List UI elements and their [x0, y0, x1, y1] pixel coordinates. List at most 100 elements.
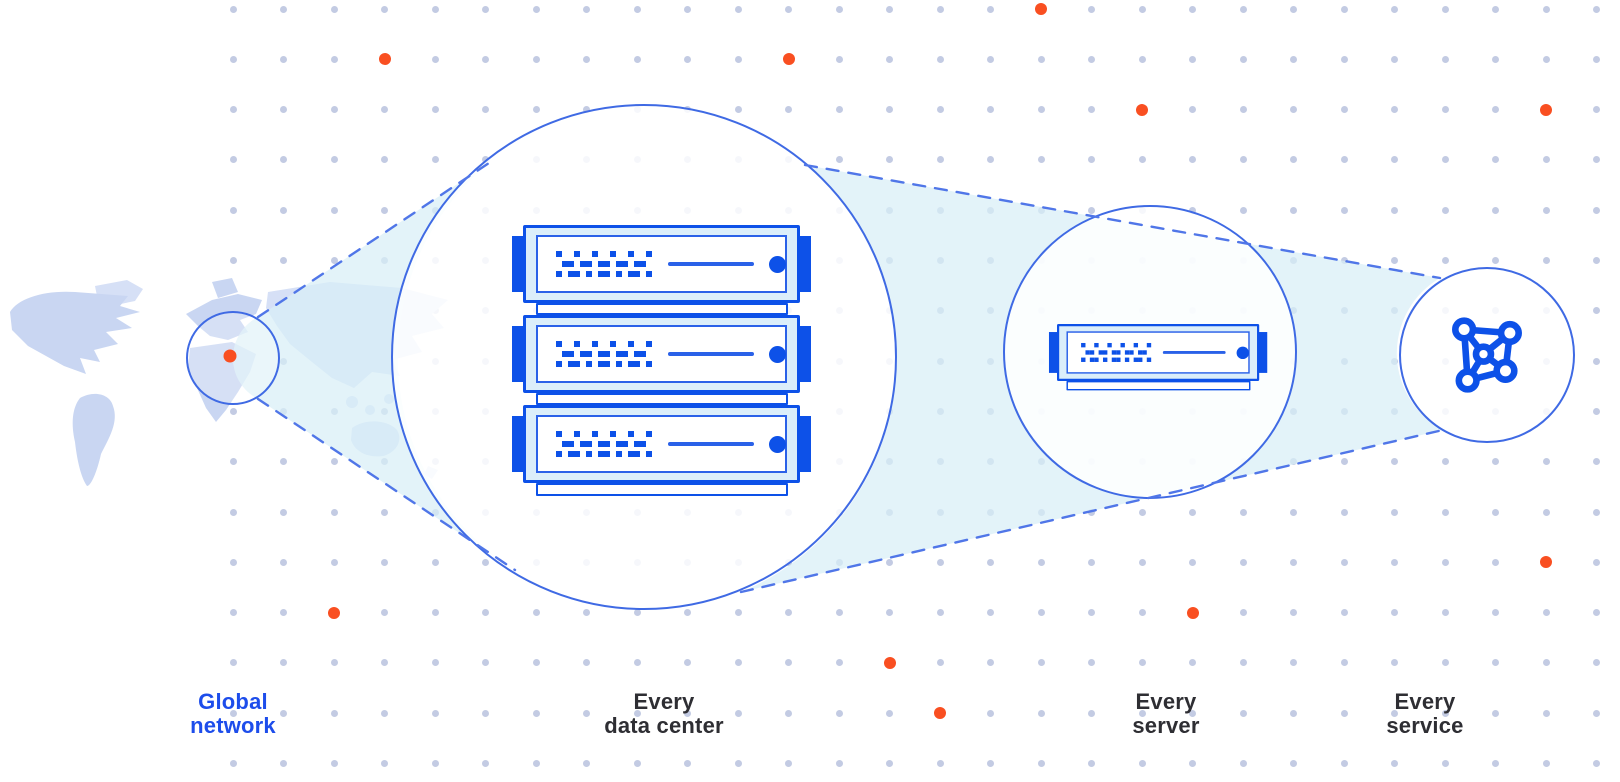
grid-dot [1088, 659, 1095, 667]
rack-stand [535, 483, 788, 496]
grid-dot [532, 5, 540, 13]
grid-dot [1391, 106, 1398, 114]
grid-dot [1088, 609, 1095, 617]
grid-dot [1593, 659, 1600, 667]
grid-dot [886, 5, 893, 13]
label-line: Every [633, 689, 695, 714]
grid-dot [1441, 659, 1449, 667]
server-icon [1048, 324, 1268, 381]
grid-dot [280, 55, 287, 63]
grid-dot [1593, 760, 1600, 767]
grid-dot [482, 106, 489, 114]
grid-dot [1593, 206, 1600, 214]
grid-dot [280, 458, 287, 466]
grid-dot [1441, 458, 1449, 466]
grid-dot [229, 257, 237, 264]
grid-dot [987, 558, 994, 566]
grid-dot [381, 558, 388, 566]
server-front-panel [536, 325, 787, 383]
grid-dot [583, 106, 590, 114]
server-front-panel [536, 235, 787, 293]
server-icon [512, 405, 811, 483]
grid-dot [835, 709, 843, 717]
grid-dot [835, 760, 843, 767]
grid-dot [1138, 709, 1146, 717]
grid-dot [1441, 5, 1449, 13]
grid-dot [1037, 659, 1045, 667]
grid-dot [734, 709, 742, 717]
grid-dot [1189, 156, 1196, 164]
grid-dot [633, 5, 641, 13]
grid-dot [1340, 659, 1348, 667]
server-ear-right [798, 326, 811, 382]
accent-dot [328, 606, 340, 619]
grid-dot [280, 106, 287, 114]
grid-dot [229, 458, 237, 466]
grid-dot [431, 55, 439, 63]
grid-dot [1391, 257, 1398, 264]
grid-dot [987, 156, 994, 164]
grid-dot [280, 659, 287, 667]
grid-dot [482, 5, 489, 13]
grid-dot [835, 156, 843, 164]
grid-dot [1593, 156, 1600, 164]
server-slot-line [1162, 351, 1226, 354]
accent-dot [1136, 103, 1148, 116]
accent-dot [1035, 3, 1047, 15]
grid-dot [1492, 206, 1499, 214]
grid-dot [1138, 55, 1146, 63]
grid-dot [1542, 206, 1550, 214]
grid-dot [431, 558, 439, 566]
accent-dot [1540, 103, 1552, 116]
grid-dot [280, 709, 287, 717]
grid-dot [583, 760, 590, 767]
label-every-data-center: Every data center [554, 690, 774, 738]
grid-dot [936, 5, 944, 13]
grid-dot [734, 659, 742, 667]
grid-dot [1189, 558, 1196, 566]
grid-dot [1542, 5, 1550, 13]
grid-dot [684, 609, 691, 617]
grid-dot [1189, 709, 1196, 717]
grid-dot [1391, 458, 1398, 466]
grid-dot [381, 709, 388, 717]
grid-dot [583, 55, 590, 63]
grid-dot [1593, 407, 1600, 415]
grid-dot [1492, 508, 1499, 516]
grid-dot [684, 709, 691, 717]
grid-dot [1542, 458, 1550, 466]
grid-dot [1542, 609, 1550, 617]
grid-dot [330, 55, 338, 63]
grid-dot [987, 5, 994, 13]
server-front-panel [536, 415, 787, 473]
grid-dot [1492, 156, 1499, 164]
grid-dot [1290, 508, 1297, 516]
grid-dot [1088, 558, 1095, 566]
grid-dot [1189, 760, 1196, 767]
grid-dot [1037, 156, 1045, 164]
grid-dot [381, 508, 388, 516]
accent-dot [378, 53, 391, 66]
grid-dot [1138, 760, 1146, 767]
grid-dot [1593, 5, 1600, 13]
grid-dot [1189, 508, 1196, 516]
grid-dot [734, 5, 742, 13]
grid-dot [381, 156, 388, 164]
grid-dot [532, 760, 540, 767]
label-every-server: Every server [1056, 690, 1276, 738]
server-power-dot [769, 435, 786, 453]
grid-dot [330, 558, 338, 566]
grid-dot [936, 659, 944, 667]
grid-dot [431, 659, 439, 667]
grid-dot [431, 609, 439, 617]
label-line: Every [1135, 689, 1197, 714]
grid-dot [532, 659, 540, 667]
grid-dot [785, 5, 792, 13]
grid-dot [583, 709, 590, 717]
grid-dot [330, 458, 338, 466]
grid-dot [1593, 609, 1600, 617]
grid-dot [330, 709, 338, 717]
grid-dot [1391, 156, 1398, 164]
grid-dot [1492, 106, 1499, 114]
grid-dot [785, 106, 792, 114]
